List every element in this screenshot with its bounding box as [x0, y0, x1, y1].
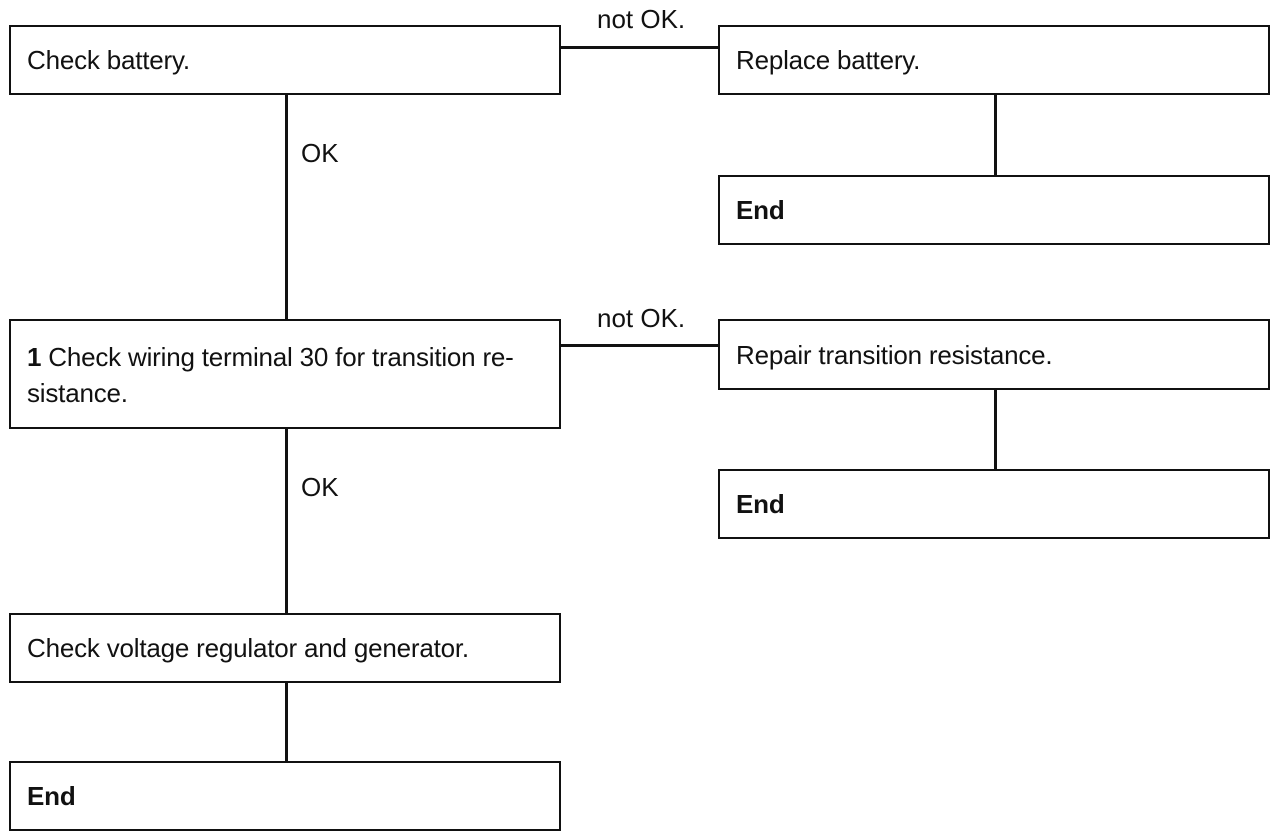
connector-wiring-to-regulator [285, 427, 288, 615]
node-check-wiring: 1 Check wiring terminal 30 for transitio… [9, 319, 561, 429]
connector-repair-to-end [994, 388, 997, 472]
connector-replace-to-end [994, 93, 997, 177]
connector-wiring-to-repair [560, 344, 720, 347]
node-check-regulator-text: Check voltage regulator and generator. [27, 633, 469, 663]
step-number: 1 [27, 342, 42, 372]
node-replace-battery: Replace battery. [718, 25, 1270, 95]
node-end-1: End [718, 175, 1270, 245]
node-check-battery-text: Check battery. [27, 45, 190, 75]
node-repair-resistance-text: Repair transition resistance. [736, 339, 1053, 370]
node-end-2: End [718, 469, 1270, 539]
node-check-battery: Check battery. [9, 25, 561, 95]
edge-label-wiring-ok: OK [301, 472, 339, 502]
node-check-wiring-line-1: 1 Check wiring terminal 30 for transitio… [27, 339, 514, 375]
edge-label-battery-not-ok: not OK. [597, 4, 686, 34]
node-check-wiring-text-1: Check wiring terminal 30 for transition … [41, 342, 514, 372]
connector-regulator-to-end [285, 681, 288, 763]
connector-battery-to-wiring [285, 93, 288, 321]
node-check-regulator: Check voltage regulator and generator. [9, 613, 561, 683]
node-end-3-text: End [27, 781, 76, 811]
node-replace-battery-text: Replace battery. [736, 45, 921, 75]
edge-label-wiring-not-ok: not OK. [597, 303, 686, 333]
node-end-1-text: End [736, 195, 785, 225]
node-check-wiring-line-2: sistance. [27, 378, 128, 408]
node-repair-resistance: Repair transition resistance. [718, 319, 1270, 390]
connector-battery-to-replace [560, 46, 720, 49]
node-end-3: End [9, 761, 561, 831]
edge-label-battery-ok: OK [301, 138, 339, 168]
node-end-2-text: End [736, 489, 785, 519]
